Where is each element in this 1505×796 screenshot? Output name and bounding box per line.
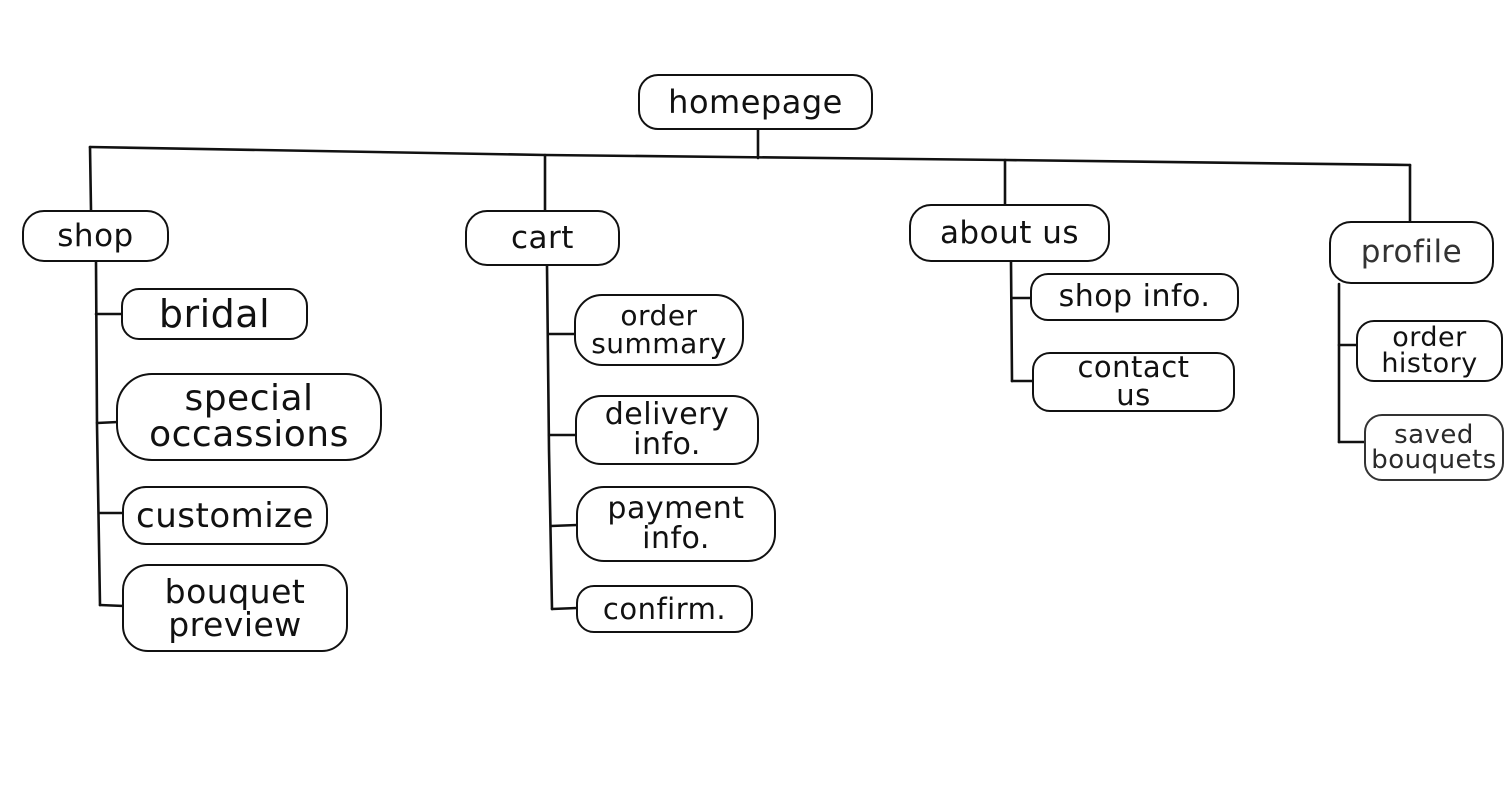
- homepage-node[interactable]: homepage: [638, 74, 873, 130]
- about-us-vertical-line: [1009, 260, 1014, 383]
- delivery-info-node[interactable]: delivery info.: [575, 395, 759, 465]
- contact-us-node[interactable]: contact us: [1032, 352, 1235, 412]
- homepage-label: homepage: [668, 83, 843, 121]
- order-history-node[interactable]: order history: [1356, 320, 1503, 382]
- shop-stem-line: [88, 145, 93, 212]
- cart-vertical-line: [545, 264, 554, 611]
- confirm-node[interactable]: confirm.: [576, 585, 753, 633]
- order-history-label: order history: [1381, 322, 1478, 379]
- bridal-label: bridal: [158, 292, 271, 336]
- bouquet-preview-node[interactable]: bouquet preview: [122, 564, 348, 652]
- cart-node[interactable]: cart: [465, 210, 620, 266]
- shop-label: shop: [57, 217, 134, 254]
- shop-special-branch: [95, 420, 120, 425]
- shop-node[interactable]: shop: [22, 210, 169, 262]
- special-occassions-node[interactable]: special occassions: [116, 373, 382, 461]
- order-summary-label: order summary: [591, 299, 727, 360]
- cart-confirm-branch: [550, 606, 579, 611]
- shop-vertical-line: [94, 260, 102, 607]
- about-us-label: about us: [939, 214, 1080, 251]
- customize-label: customize: [136, 495, 314, 536]
- confirm-label: confirm.: [602, 591, 727, 626]
- contact-us-label: contact us: [1077, 350, 1190, 412]
- about-us-node[interactable]: about us: [909, 204, 1110, 262]
- payment-info-node[interactable]: payment info.: [576, 486, 776, 562]
- saved-bouquets-node[interactable]: saved bouquets: [1364, 414, 1504, 481]
- shop-info-node[interactable]: shop info.: [1030, 273, 1239, 321]
- profile-label: profile: [1360, 234, 1463, 270]
- top-horizontal-line: [88, 145, 1412, 167]
- profile-node[interactable]: profile: [1329, 221, 1494, 284]
- saved-bouquets-label: saved bouquets: [1371, 419, 1497, 475]
- customize-node[interactable]: customize: [122, 486, 328, 545]
- shop-info-label: shop info.: [1058, 279, 1211, 314]
- special-occassions-label: special occassions: [149, 378, 349, 455]
- order-summary-node[interactable]: order summary: [574, 294, 744, 366]
- bouquet-preview-label: bouquet preview: [164, 572, 306, 644]
- delivery-info-label: delivery info.: [604, 397, 730, 462]
- shop-bouquet-branch: [98, 603, 126, 608]
- bridal-node[interactable]: bridal: [121, 288, 308, 340]
- payment-info-label: payment info.: [607, 491, 745, 556]
- cart-label: cart: [511, 219, 574, 256]
- cart-payment-branch: [549, 523, 579, 528]
